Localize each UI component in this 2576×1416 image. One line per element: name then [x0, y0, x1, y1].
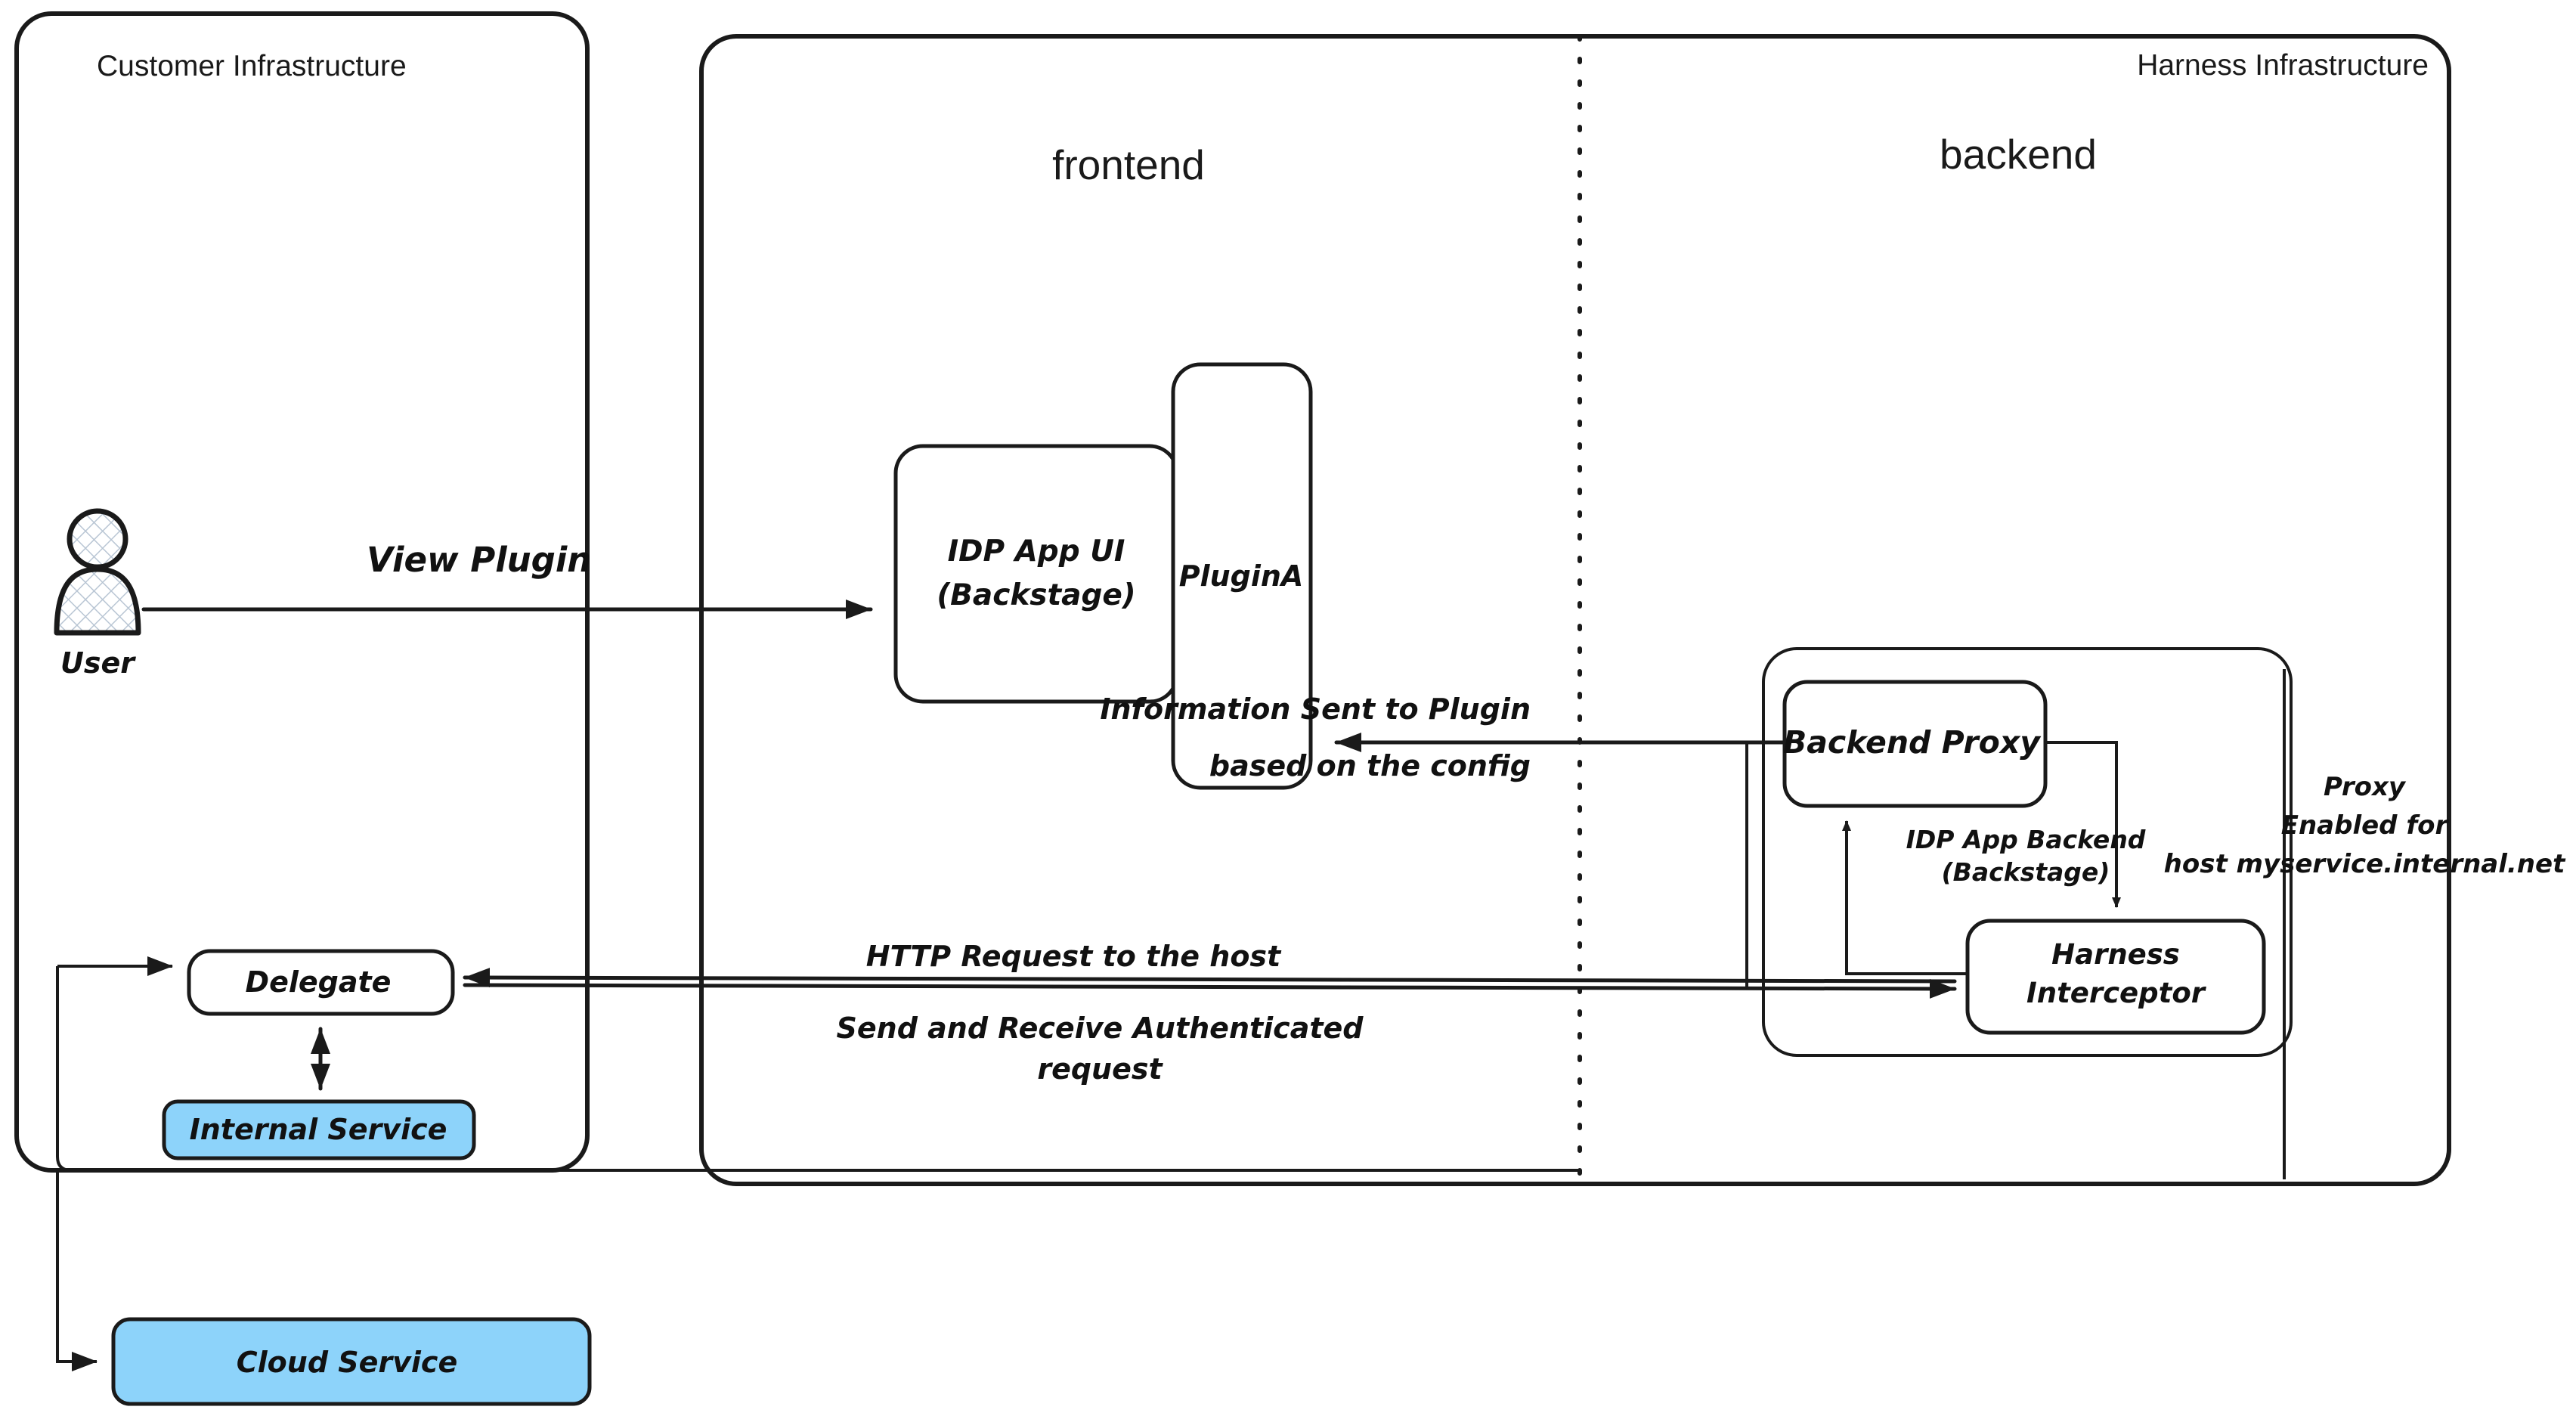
harness-interceptor-label-line2: Interceptor [2026, 977, 2207, 1009]
cloud-service-box[interactable] [111, 1317, 592, 1406]
edge-delegate-to-cloud-service [56, 966, 1580, 1172]
delegate-box[interactable] [187, 949, 455, 1016]
view-plugin-edge-label: View Plugin [367, 540, 591, 580]
backend-label: backend [1940, 131, 2097, 178]
edge-proxy-to-interceptor [2045, 741, 2121, 908]
plugin-a-box[interactable] [1171, 362, 1313, 790]
user-label: User [60, 646, 136, 680]
edge-authenticated-response-to-delegate [463, 968, 1957, 988]
customer-infrastructure-label: Customer Infrastructure [97, 50, 407, 82]
internal-service-label: Internal Service [190, 1113, 447, 1146]
harness-interceptor-label-line1: Harness [2051, 938, 2180, 971]
internal-service-box[interactable] [162, 1099, 476, 1160]
authenticated-request-label-line1: Send and Receive Authenticated [837, 1012, 1364, 1045]
frontend-label: frontend [1052, 141, 1205, 188]
cloud-service-label: Cloud Service [237, 1346, 457, 1379]
idp-app-backend-label-line1: IDP App Backend [1906, 825, 2146, 854]
user-icon [54, 508, 141, 636]
harness-interceptor-box[interactable] [1965, 919, 2266, 1035]
information-sent-label-line2: based on the config [1209, 749, 1531, 782]
backend-proxy-label: Backend Proxy [1783, 724, 2042, 761]
idp-app-ui-label-line1: IDP App UI [948, 534, 1125, 569]
edge-interceptor-to-proxy [1842, 820, 1968, 975]
edge-http-request-to-interceptor [463, 978, 1957, 999]
http-request-label: HTTP Request to the host [866, 940, 1282, 973]
information-sent-label-line1: Information Sent to Plugin [1100, 693, 1531, 726]
delegate-label: Delegate [246, 965, 392, 999]
plugin-a-label: PluginA [1179, 559, 1304, 593]
harness-infrastructure-label: Harness Infrastructure [2137, 49, 2429, 82]
idp-app-ui-box[interactable] [893, 444, 1179, 704]
idp-app-backend-label-line2: (Backstage) [1942, 857, 2110, 887]
proxy-enabled-label-line1: Proxy [2324, 772, 2407, 802]
idp-app-backend-container [1762, 647, 2293, 1057]
authenticated-request-label-line2: request [1037, 1052, 1163, 1086]
proxy-enabled-label-line2: Enabled for [2281, 810, 2450, 841]
idp-app-ui-label-line2: (Backstage) [937, 578, 1135, 612]
proxy-enabled-label-line3: host myservice.internal.net [2164, 849, 2566, 879]
edge-cloud-service-routing [56, 1170, 98, 1371]
